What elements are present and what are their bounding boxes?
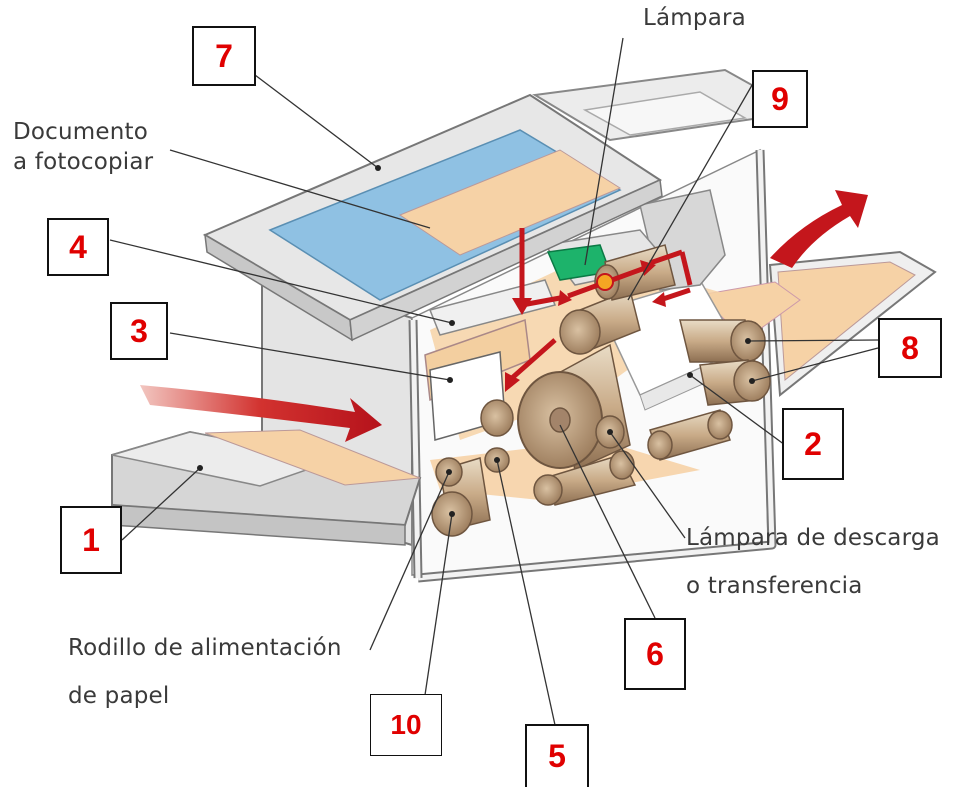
label-rodillo-line2: de papel xyxy=(68,683,170,709)
flow-arrows xyxy=(140,190,868,442)
label-lampara: Lámpara xyxy=(643,5,746,31)
lamp-light-spot xyxy=(596,273,614,291)
label-documento-line2: a fotocopiar xyxy=(13,149,154,175)
upper-roller xyxy=(559,288,641,355)
callout-5: 5 xyxy=(525,724,589,787)
label-descarga-line2: o transferencia xyxy=(686,573,863,599)
callout-2: 2 xyxy=(782,408,844,480)
label-rodillo-line1: Rodillo de alimentación xyxy=(68,635,342,661)
callout-8: 8 xyxy=(878,318,942,378)
leader-dots xyxy=(197,165,755,517)
copier-lid xyxy=(202,93,663,342)
input-arrow xyxy=(140,385,382,442)
output-tray-right xyxy=(698,250,937,397)
callout-1: 1 xyxy=(60,506,122,574)
callout-4: 4 xyxy=(47,218,109,276)
callout-10: 10 xyxy=(370,694,442,756)
leader-lines xyxy=(109,37,879,726)
input-tray xyxy=(111,429,422,546)
label-documento-line1: Documento xyxy=(13,119,149,145)
callout-6: 6 xyxy=(624,618,686,690)
callout-3: 3 xyxy=(110,302,168,360)
label-descarga-line1: Lámpara de descarga xyxy=(686,525,940,551)
output-arrow xyxy=(770,190,868,268)
callout-9: 9 xyxy=(752,70,808,128)
conveyor-belts xyxy=(533,409,733,506)
callout-7: 7 xyxy=(192,26,256,86)
